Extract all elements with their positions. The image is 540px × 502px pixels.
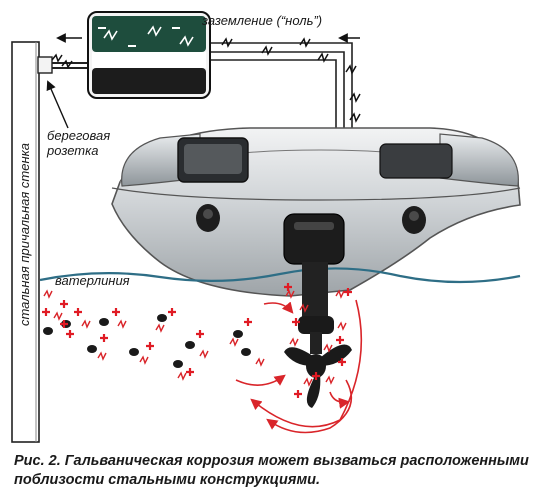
shore-socket-label: береговая розетка bbox=[47, 128, 111, 158]
boat-console bbox=[177, 137, 453, 183]
steel-quay-wall bbox=[11, 41, 40, 443]
propeller bbox=[284, 344, 352, 408]
outboard-motor bbox=[283, 213, 345, 354]
socket-pointer bbox=[46, 80, 69, 129]
waterline bbox=[39, 267, 521, 284]
ground-label: заземление (“ноль”) bbox=[202, 13, 323, 28]
quay-wall-label: стальная причальная стенка bbox=[17, 143, 32, 326]
stern-lights bbox=[196, 204, 426, 234]
shore-socket bbox=[37, 56, 95, 74]
cable-sparks bbox=[51, 37, 361, 123]
figure-caption: Рис. 2. Гальваническая коррозия может вы… bbox=[14, 453, 529, 488]
shore-cable bbox=[210, 42, 353, 145]
waterline-label: ватерлиния bbox=[55, 273, 130, 288]
water-ions bbox=[42, 289, 265, 381]
motor-plus-ions bbox=[284, 283, 352, 398]
cable-cross-section bbox=[87, 11, 211, 99]
motor-sparks bbox=[285, 289, 347, 387]
corrosion-current-arrows bbox=[235, 299, 363, 434]
